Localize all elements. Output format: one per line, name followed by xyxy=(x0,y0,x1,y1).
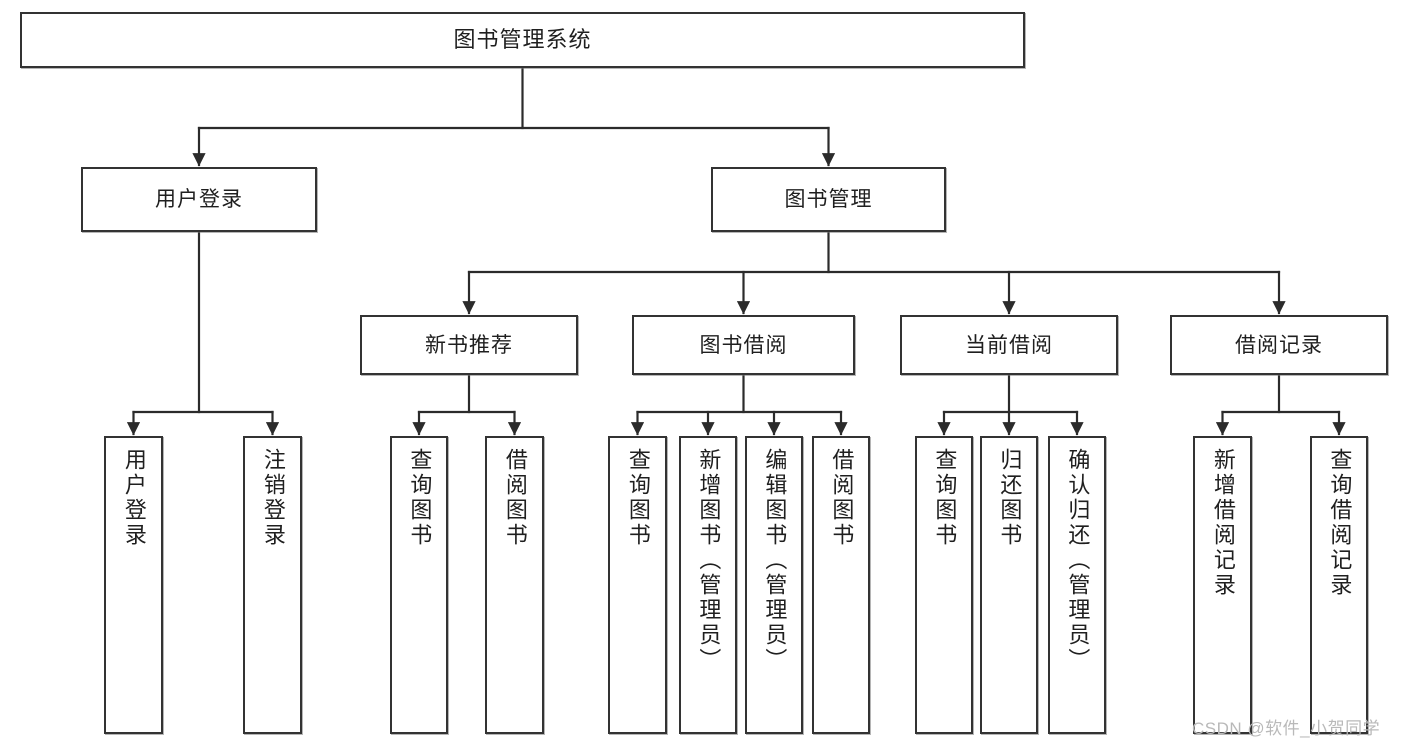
node-leaf-borrow-book-1[interactable]: 借阅图书 xyxy=(485,436,544,734)
node-book-borrow[interactable]: 图书借阅 xyxy=(632,315,855,375)
node-label: 新增借阅记录 xyxy=(1210,448,1236,598)
node-leaf-query-book-3[interactable]: 查询图书 xyxy=(915,436,973,734)
node-leaf-return-book[interactable]: 归还图书 xyxy=(980,436,1038,734)
node-label: 用户登录 xyxy=(121,448,147,548)
node-leaf-user-logout[interactable]: 注销登录 xyxy=(243,436,302,734)
node-label: 查询图书 xyxy=(932,448,958,548)
node-label: 新书推荐 xyxy=(425,333,513,357)
node-label: 查询借阅记录 xyxy=(1327,448,1353,598)
node-label: 图书管理系统 xyxy=(453,27,592,52)
node-root[interactable]: 图书管理系统 xyxy=(20,12,1025,68)
node-label: 查询图书 xyxy=(625,448,651,548)
node-label: 图书管理 xyxy=(784,188,873,211)
node-label: 借阅图书 xyxy=(829,448,855,548)
node-label: 查询图书 xyxy=(407,448,433,548)
node-book-manage[interactable]: 图书管理 xyxy=(711,167,946,232)
node-label: 归还图书 xyxy=(997,448,1023,548)
node-leaf-edit-book[interactable]: 编辑图书（管理员） xyxy=(745,436,803,734)
node-label: 确认归还（管理员） xyxy=(1065,448,1091,673)
node-label: 注销登录 xyxy=(260,448,286,548)
node-leaf-user-login[interactable]: 用户登录 xyxy=(104,436,163,734)
node-borrow-record[interactable]: 借阅记录 xyxy=(1170,315,1388,375)
csdn-watermark: CSDN @软件_小贺同学 xyxy=(1192,719,1381,738)
node-leaf-add-book[interactable]: 新增图书（管理员） xyxy=(679,436,737,734)
node-new-book-recommend[interactable]: 新书推荐 xyxy=(360,315,578,375)
node-label: 借阅图书 xyxy=(502,448,528,548)
node-label: 编辑图书（管理员） xyxy=(762,448,788,673)
node-label: 当前借阅 xyxy=(965,333,1053,357)
node-leaf-borrow-book-2[interactable]: 借阅图书 xyxy=(812,436,870,734)
node-label: 图书借阅 xyxy=(699,333,788,357)
node-label: 用户登录 xyxy=(155,188,243,211)
node-leaf-query-book-1[interactable]: 查询图书 xyxy=(390,436,448,734)
node-leaf-query-borrow-record[interactable]: 查询借阅记录 xyxy=(1310,436,1368,734)
node-leaf-confirm-return[interactable]: 确认归还（管理员） xyxy=(1048,436,1106,734)
node-label: 借阅记录 xyxy=(1235,333,1323,357)
node-user-login[interactable]: 用户登录 xyxy=(81,167,317,232)
node-current-borrow[interactable]: 当前借阅 xyxy=(900,315,1118,375)
node-leaf-add-borrow-record[interactable]: 新增借阅记录 xyxy=(1193,436,1252,734)
node-label: 新增图书（管理员） xyxy=(696,448,722,673)
node-leaf-query-book-2[interactable]: 查询图书 xyxy=(608,436,667,734)
